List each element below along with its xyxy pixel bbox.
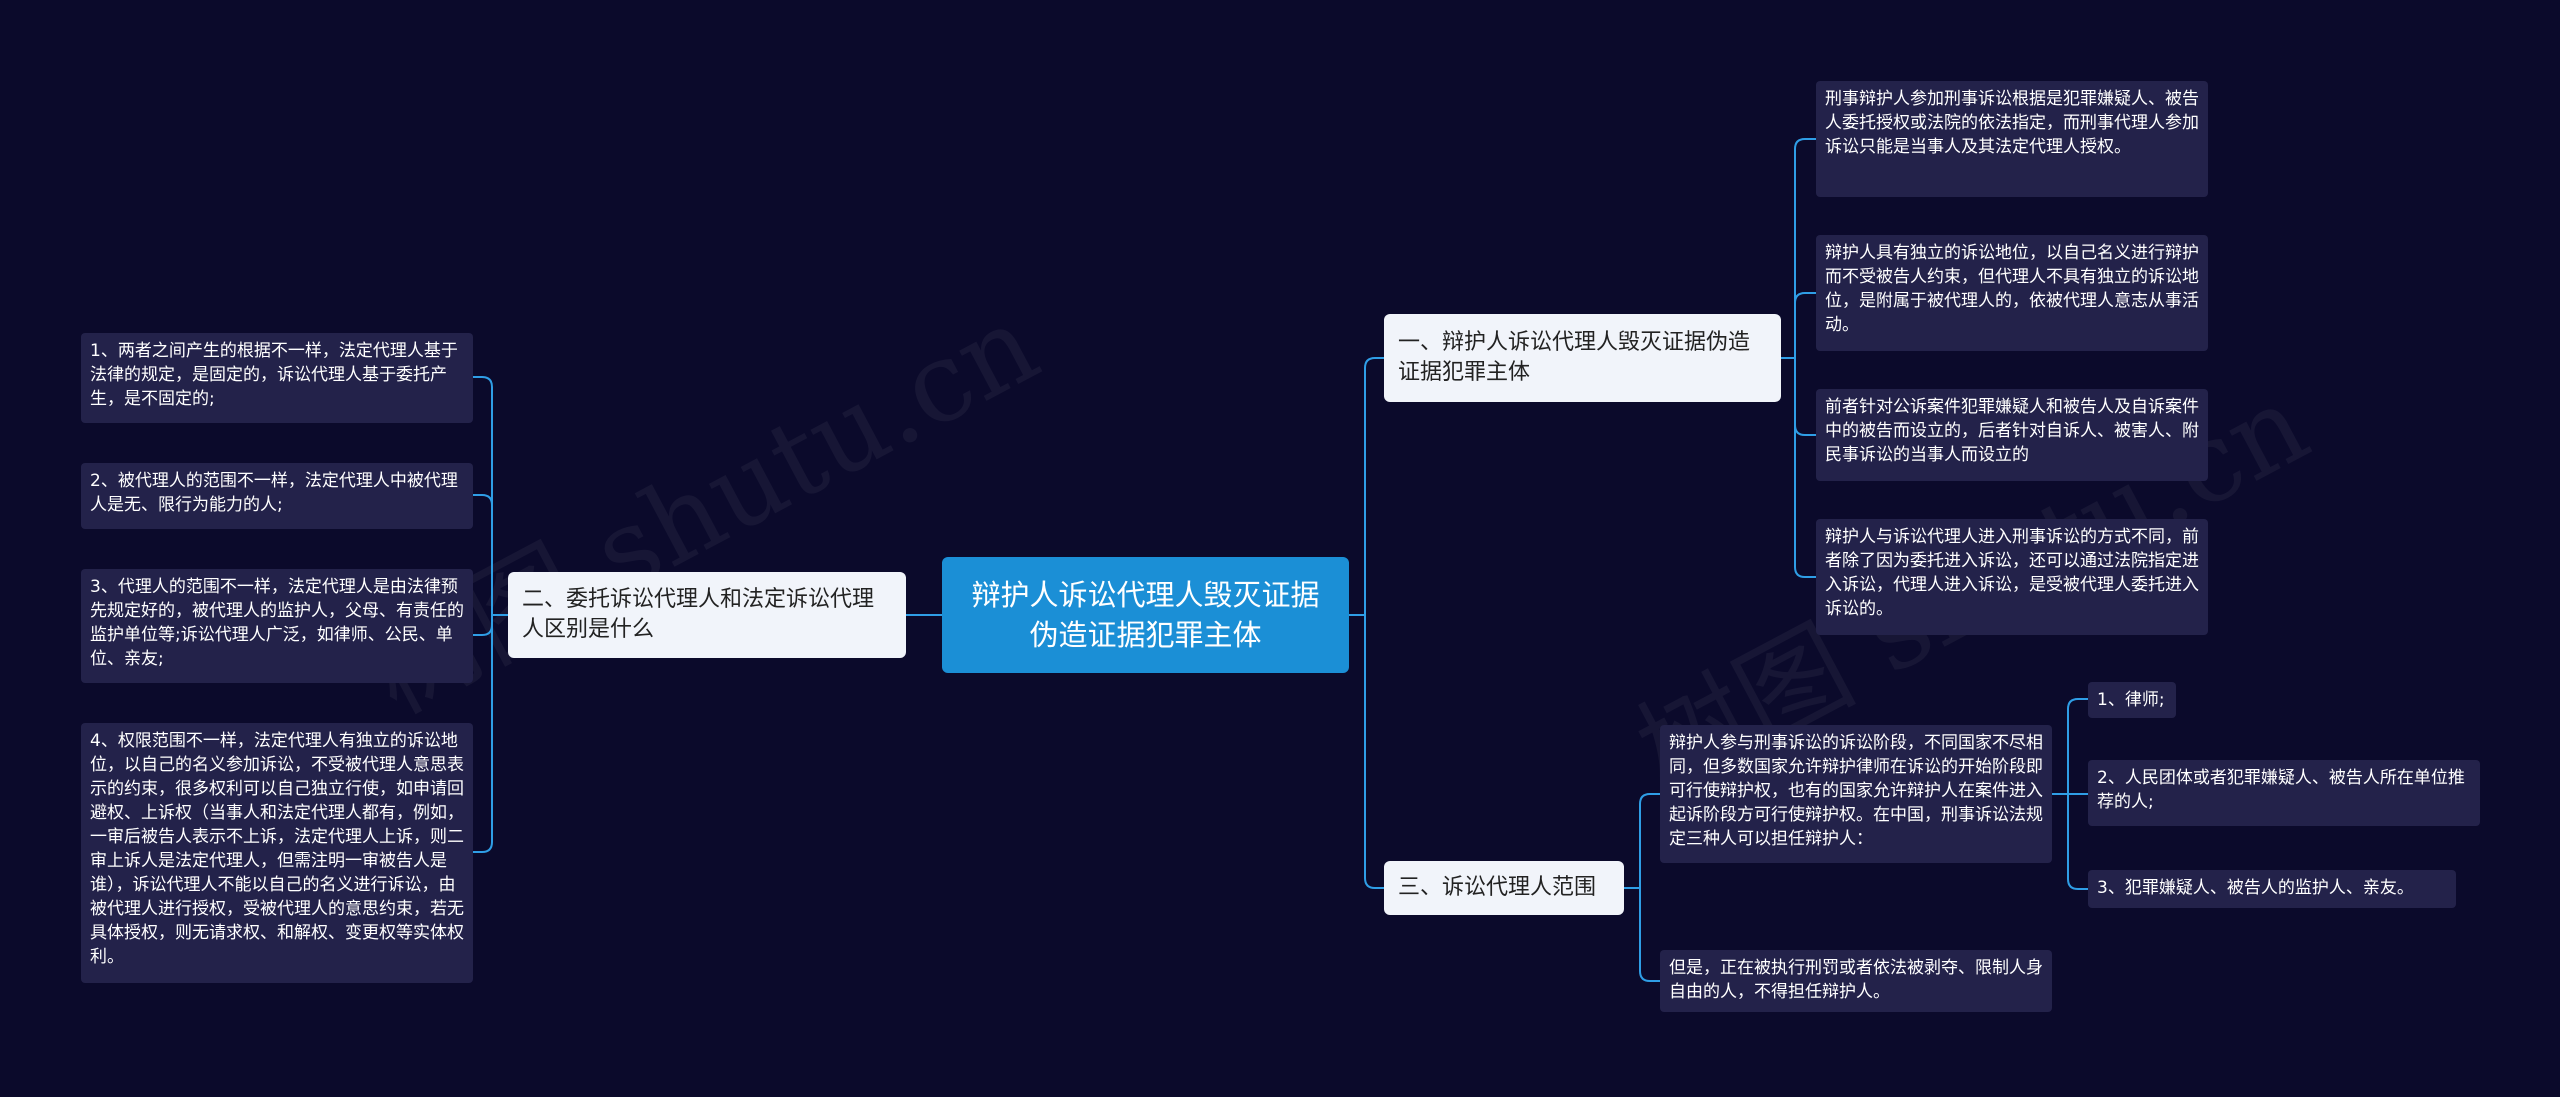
connector bbox=[2067, 698, 2088, 794]
connector bbox=[1794, 358, 1816, 436]
connector bbox=[1639, 793, 1660, 888]
connector bbox=[1364, 615, 1384, 889]
leaf-difference-2[interactable]: 2、被代理人的范围不一样，法定代理人中被代理人是无、限行为能力的人; bbox=[81, 463, 473, 529]
connector bbox=[1794, 138, 1816, 358]
leaf-scope-stages[interactable]: 辩护人参与刑事诉讼的诉讼阶段，不同国家不尽相同，但多数国家允许辩护律师在诉讼的开… bbox=[1660, 725, 2052, 863]
leaf-defender-4[interactable]: 辩护人与诉讼代理人进入刑事诉讼的方式不同，前者除了因为委托进入诉讼，还可以通过法… bbox=[1816, 519, 2208, 635]
connector bbox=[473, 615, 493, 853]
leaf-difference-1[interactable]: 1、两者之间产生的根据不一样，法定代理人基于法律的规定，是固定的，诉讼代理人基于… bbox=[81, 333, 473, 423]
leaf-defender-1[interactable]: 刑事辩护人参加刑事诉讼根据是犯罪嫌疑人、被告人委托授权或法院的依法指定，而刑事代… bbox=[1816, 81, 2208, 197]
branch-defender-agent-subject[interactable]: 一、辩护人诉讼代理人毁灭证据伪造证据犯罪主体 bbox=[1384, 314, 1781, 402]
leaf-difference-4[interactable]: 4、权限范围不一样，法定代理人有独立的诉讼地位，以自己的名义参加诉讼，不受被代理… bbox=[81, 723, 473, 983]
connector bbox=[473, 376, 493, 615]
branch-agent-difference[interactable]: 二、委托诉讼代理人和法定诉讼代理人区别是什么 bbox=[508, 572, 906, 658]
sub-leaf-recommended[interactable]: 2、人民团体或者犯罪嫌疑人、被告人所在单位推荐的人; bbox=[2088, 760, 2480, 826]
leaf-scope-exclusion[interactable]: 但是，正在被执行刑罚或者依法被剥夺、限制人身自由的人，不得担任辩护人。 bbox=[1660, 950, 2052, 1012]
connector bbox=[1794, 292, 1816, 358]
leaf-defender-2[interactable]: 辩护人具有独立的诉讼地位，以自己名义进行辩护而不受被告人约束，但代理人不具有独立… bbox=[1816, 235, 2208, 351]
connector bbox=[473, 615, 493, 636]
connector bbox=[1364, 357, 1384, 615]
connector bbox=[1639, 888, 1660, 982]
leaf-difference-3[interactable]: 3、代理人的范围不一样，法定代理人是由法律预先规定好的，被代理人的监护人，父母、… bbox=[81, 569, 473, 683]
root-topic[interactable]: 辩护人诉讼代理人毁灭证据伪造证据犯罪主体 bbox=[942, 557, 1349, 673]
connector bbox=[473, 494, 493, 615]
sub-leaf-lawyer[interactable]: 1、律师; bbox=[2088, 682, 2176, 718]
leaf-defender-3[interactable]: 前者针对公诉案件犯罪嫌疑人和被告人及自诉案件中的被告而设立的，后者针对自诉人、被… bbox=[1816, 389, 2208, 481]
connector bbox=[1794, 358, 1816, 578]
sub-leaf-guardians[interactable]: 3、犯罪嫌疑人、被告人的监护人、亲友。 bbox=[2088, 870, 2456, 908]
branch-agent-scope[interactable]: 三、诉讼代理人范围 bbox=[1384, 861, 1624, 915]
connector bbox=[2067, 794, 2088, 890]
